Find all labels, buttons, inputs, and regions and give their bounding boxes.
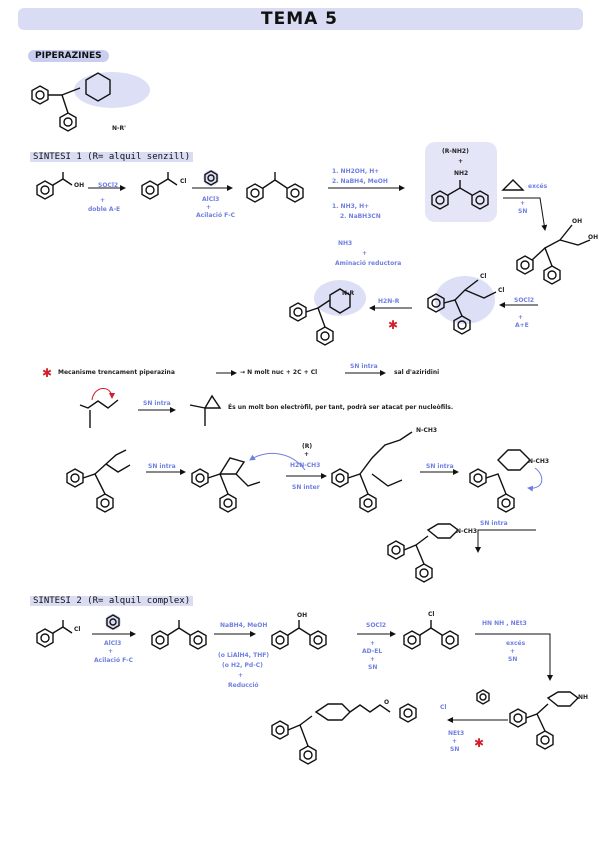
reagent-acylation: Acilació F-C (196, 212, 235, 219)
label-oh: OH (74, 182, 85, 189)
reagent-plus: + (238, 672, 244, 679)
reagent-plus: + (362, 250, 368, 257)
reagent-plus: + (510, 648, 516, 655)
mechanism-note: És un molt bon electròfil, per tant, pod… (228, 404, 454, 411)
reagent-alcl3: AlCl3 (202, 196, 220, 203)
inter-label: SN inter (292, 484, 320, 491)
mechanism-arrow-label: SN intra (350, 363, 378, 370)
reagent-alt-h2: (o H2, Pd-C) (222, 662, 263, 669)
amine-plus: + (458, 158, 464, 165)
reagent-piperazine: HN NH , NEt3 (482, 620, 527, 627)
label-oh: OH (572, 218, 583, 225)
reagent-sn: SN (518, 208, 528, 215)
page-title: TEMA 5 (260, 9, 339, 29)
reagent-ae: A+E (515, 322, 529, 329)
reagent-plus: + (206, 204, 212, 211)
reagent-hydroxylamine: 1. NH2OH, H+ (332, 168, 380, 175)
piperazine-substituent: N-R' (112, 125, 126, 132)
reagent-plus: + (108, 648, 114, 655)
reagent-reductive-amination: Aminació reductora (335, 260, 402, 267)
amine-plus: + (304, 451, 310, 458)
label-cl-2: Cl (498, 287, 505, 294)
reagent-ad-el: AD-EL (362, 648, 383, 655)
reagent-alcl3: AlCl3 (104, 640, 122, 647)
amine-nh2: NH2 (454, 170, 469, 177)
mechanism-line: → N molt nuc + 2C + Cl (240, 369, 318, 376)
mechanism-result: sal d'aziridini (394, 369, 440, 376)
star-marker: ✱ (388, 318, 399, 332)
label-cl: Cl (180, 178, 187, 185)
reagent-sn: SN (368, 664, 378, 671)
methyl-label-3: N-CH3 (456, 528, 478, 535)
reagent-alt-nh3: 1. NH3, H+ (332, 203, 370, 210)
label-ester-o: O (384, 699, 390, 706)
reagent-nabh4: NaBH4, MeOH (220, 622, 268, 629)
reagent-alt-lialh4: (o LiAlH4, THF) (218, 652, 270, 659)
methyl-label-2: N-CH3 (528, 458, 550, 465)
reagent-socl2: SOCl2 (514, 297, 535, 304)
intra-label-3: SN intra (426, 463, 454, 470)
reagent-net3: NEt3 (448, 730, 465, 737)
reagent-acylation: Acilació F-C (94, 657, 133, 664)
amine-r: (R) (302, 443, 313, 450)
reagent-socl2: SOCl2 (98, 182, 119, 189)
star-marker: ✱ (474, 736, 485, 750)
intra-label: SN intra (143, 400, 171, 407)
reagent-alt-nabh3cn: 2. NaBH3CN (340, 213, 381, 220)
reagent-socl2: SOCl2 (366, 622, 387, 629)
reagent-sn: SN (450, 746, 460, 753)
reagent-plus: + (452, 738, 458, 745)
label-oh: OH (297, 612, 308, 619)
methyl-label: N-CH3 (416, 427, 438, 434)
reagent-cl: Cl (440, 704, 447, 711)
product-label: N-R (342, 290, 355, 297)
reagent-mechanism: doble A-E (88, 206, 121, 213)
synthesis1-heading: SINTESI 1 (R= alquil senzill) (30, 152, 194, 162)
label-oh-2: OH (588, 234, 599, 241)
reagent-excess: excés (528, 183, 548, 190)
reagent-alt2-nh3: NH3 (338, 240, 353, 247)
synthesis2-heading: SINTESI 2 (R= alquil complex) (30, 596, 194, 606)
label-cl: Cl (74, 626, 81, 633)
reagent-plus: + (370, 640, 376, 647)
label-cl: Cl (480, 273, 487, 280)
star-marker: ✱ (42, 366, 53, 380)
label-cl: Cl (428, 611, 435, 618)
final-label: SN intra (480, 520, 508, 527)
title-banner (18, 8, 583, 30)
mechanism-title: Mecanisme trencament piperazina (58, 369, 175, 376)
intra-label-2: SN intra (148, 463, 176, 470)
reagent-reduction: Reducció (228, 682, 259, 689)
label-nh: NH (578, 694, 589, 701)
amine-methyl: H2N-CH3 (290, 462, 321, 469)
reagent-plus: + (518, 314, 524, 321)
reagent-amine: H2N-R (378, 298, 400, 305)
reagent-sn: SN (508, 656, 518, 663)
reagent-excess: excés (506, 640, 526, 647)
section-pill: PIPERAZINES (28, 50, 109, 62)
amine-reagent: (R-NH2) (442, 148, 469, 155)
reagent-plus: + (370, 656, 376, 663)
reagent-plus: + (520, 200, 526, 207)
reagent-nabh4: 2. NaBH4, MeOH (332, 178, 388, 185)
reagent-plus: + (100, 197, 106, 204)
